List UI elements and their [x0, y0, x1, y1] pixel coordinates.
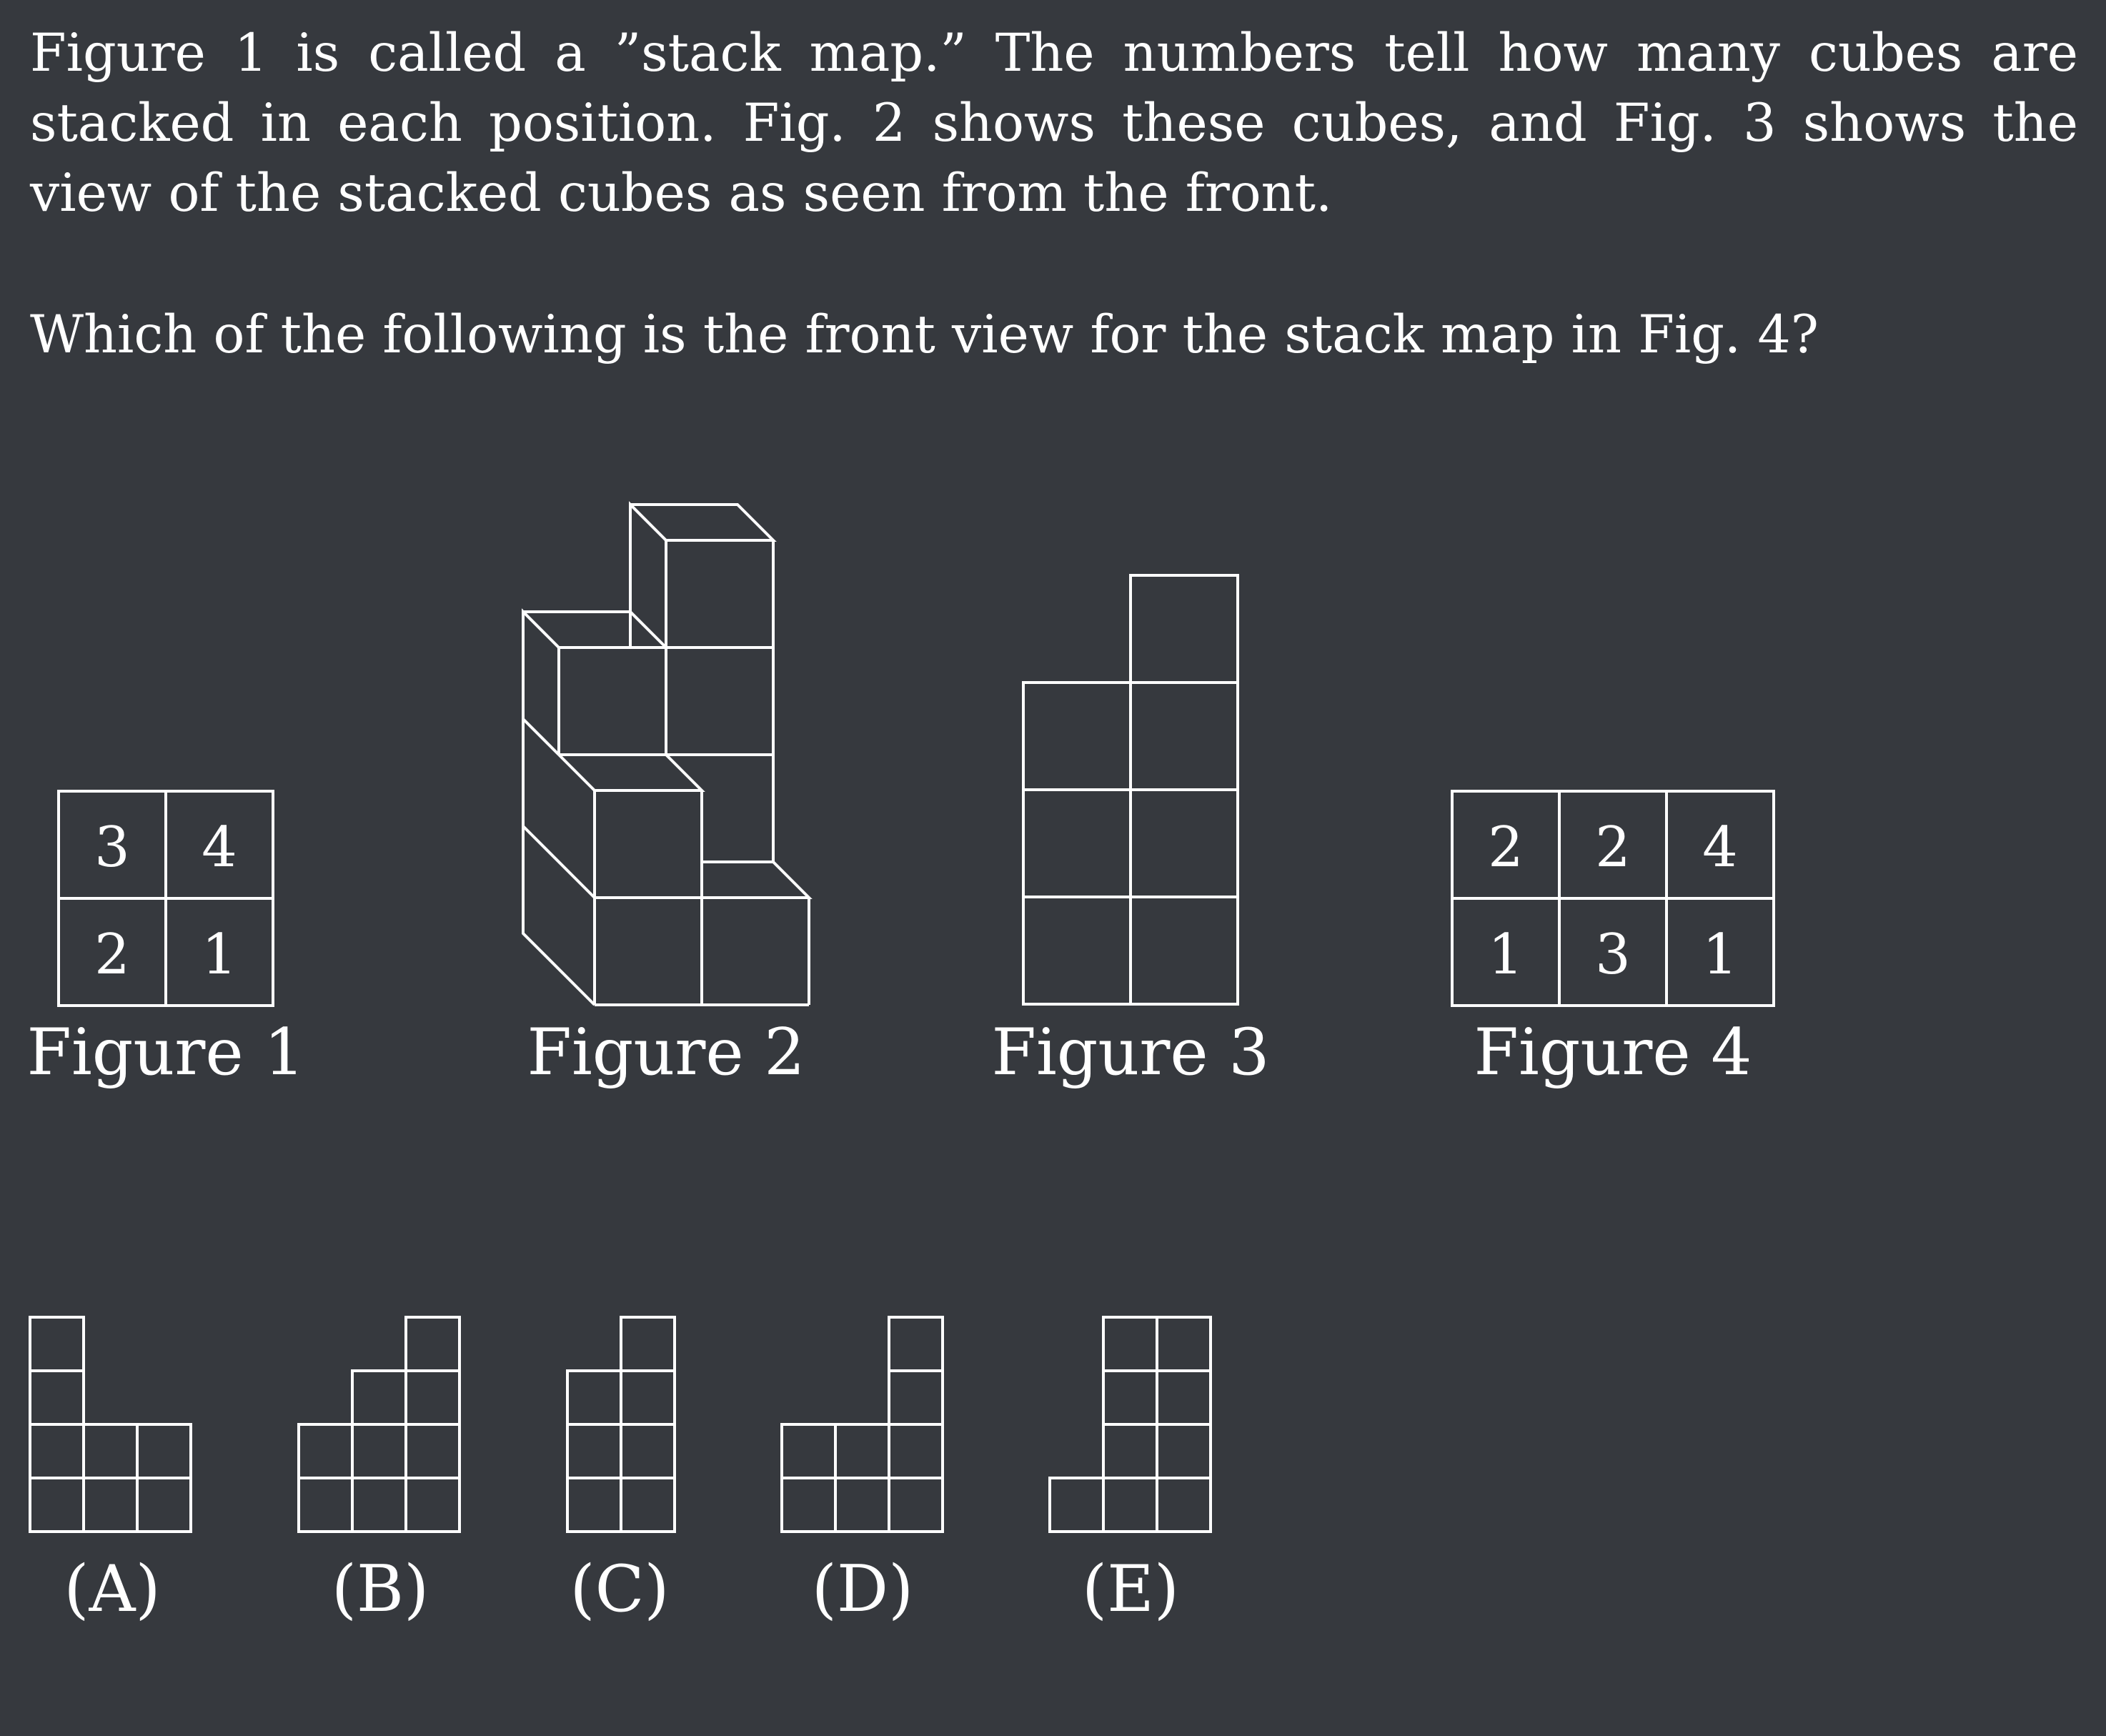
choice-e-cube: [1156, 1423, 1212, 1479]
figure-2-edge: [629, 501, 777, 648]
figure-2-edge: [522, 718, 560, 756]
choice-d-front-view[interactable]: [780, 1316, 944, 1533]
choice-e-cube: [1048, 1477, 1105, 1533]
choice-c-cube: [620, 1423, 676, 1479]
figure-3-cube: [1129, 788, 1239, 898]
choice-e-front-view[interactable]: [1048, 1316, 1212, 1533]
figure-4-caption: Figure 4: [1474, 1015, 1752, 1090]
choice-a-cube: [82, 1423, 139, 1479]
choice-e-label[interactable]: (E): [1082, 1552, 1179, 1627]
figure-1-stack-map: 3 4 2 1 Figure 1: [27, 790, 305, 1090]
choice-c-front-view[interactable]: [566, 1316, 676, 1533]
figure-2-edge: [557, 753, 705, 792]
choice-e-cube: [1102, 1477, 1158, 1533]
figure-3-cube: [1129, 574, 1239, 684]
choice-b-front-view[interactable]: [297, 1316, 461, 1533]
choice-d-cube: [780, 1477, 837, 1533]
choice-d-cube: [888, 1423, 944, 1479]
choice-b-cube: [404, 1369, 461, 1426]
figure-4-cell: 4: [1702, 815, 1738, 880]
figure-3-cube: [1022, 681, 1132, 791]
choice-d-cube: [780, 1423, 837, 1479]
figure-4-cell: 2: [1595, 815, 1631, 880]
choice-d-cube: [888, 1369, 944, 1426]
figure-4-cell: 1: [1488, 923, 1524, 987]
choice-d-cube: [888, 1477, 944, 1533]
choice-b-cube: [404, 1477, 461, 1533]
choice-b-cube: [404, 1423, 461, 1479]
choice-d-label[interactable]: (D): [812, 1552, 913, 1627]
choice-c-label[interactable]: (C): [570, 1552, 669, 1627]
figure-3-cube: [1022, 896, 1132, 1006]
figure-1-cell: 4: [202, 815, 237, 880]
choice-a-cube: [29, 1369, 85, 1426]
choice-d-cube: [834, 1477, 890, 1533]
choice-a-cube: [29, 1316, 85, 1372]
figure-2-edge: [702, 860, 813, 899]
figure-4-cell: 3: [1595, 923, 1631, 987]
figure-3-cube: [1129, 896, 1239, 1006]
figure-2-cube-stack: Figure 2: [522, 501, 813, 1090]
figure-3-cube: [1129, 681, 1239, 791]
choice-c-cube: [566, 1477, 622, 1533]
figure-4-stack-map: 2 2 4 1 3 1 Figure 4: [1451, 790, 1775, 1090]
choice-a-cube: [136, 1477, 192, 1533]
choice-a-cube: [29, 1477, 85, 1533]
choice-b-cube: [351, 1423, 407, 1479]
figure-2-caption: Figure 2: [527, 1015, 805, 1090]
question-text: Which of the following is the front view…: [30, 304, 1819, 365]
choice-e-cube: [1102, 1423, 1158, 1479]
intro-paragraph: Figure 1 is called a ”stack map.” The nu…: [30, 23, 2078, 224]
choice-e-cube: [1156, 1477, 1212, 1533]
figure-1-cell: 1: [202, 923, 237, 987]
choice-a-front-view[interactable]: [29, 1316, 192, 1533]
choice-c-cube: [566, 1423, 622, 1479]
choice-b-cube: [404, 1316, 461, 1372]
figure-2-edge: [522, 825, 596, 899]
figure-4-cell: 1: [1702, 923, 1738, 987]
choice-b-cube: [297, 1423, 354, 1479]
figure-4-cell: 2: [1488, 815, 1524, 880]
choice-b-cube: [351, 1477, 407, 1533]
choice-e-cube: [1156, 1316, 1212, 1372]
choice-c-cube: [620, 1369, 676, 1426]
choice-a-label[interactable]: (A): [64, 1552, 160, 1627]
choice-c-cube: [566, 1369, 622, 1426]
choice-c-cube: [620, 1477, 676, 1533]
choice-e-cube: [1102, 1316, 1158, 1372]
choice-a-cube: [82, 1477, 139, 1533]
figure-3-cube: [1022, 788, 1132, 898]
choice-e-cube: [1102, 1369, 1158, 1426]
choice-a-cube: [29, 1423, 85, 1479]
figure-1-cell: 2: [94, 923, 130, 987]
figure-1-caption: Figure 1: [27, 1015, 305, 1090]
choice-b-label[interactable]: (B): [332, 1552, 429, 1627]
choice-b-cube: [351, 1369, 407, 1426]
choice-b-cube: [297, 1477, 354, 1533]
choice-d-cube: [834, 1423, 890, 1479]
choice-a-cube: [136, 1423, 192, 1479]
choice-d-cube: [888, 1316, 944, 1372]
figure-3-front-view: [1022, 574, 1239, 1006]
figure-3-caption: Figure 3: [992, 1015, 1270, 1090]
figure-1-cell: 3: [94, 815, 130, 880]
choice-c-cube: [620, 1316, 676, 1372]
choice-e-cube: [1156, 1369, 1212, 1426]
